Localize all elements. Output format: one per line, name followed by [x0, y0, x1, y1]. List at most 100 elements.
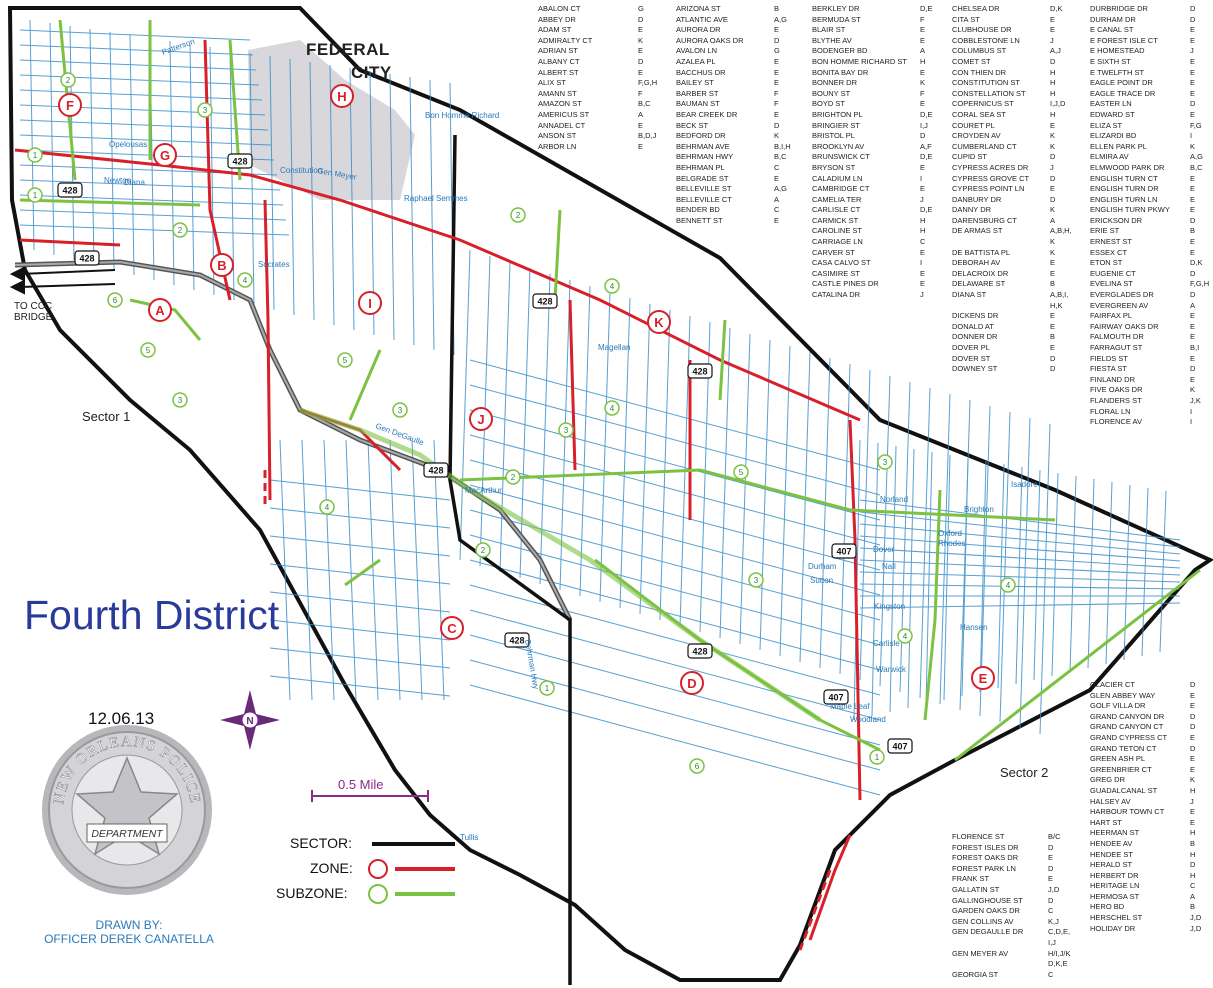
index-zone-code: A,G — [774, 184, 787, 194]
index-zone-code: F — [920, 88, 925, 98]
index-zone-code: E — [920, 25, 926, 35]
index-zone-code: E — [1190, 173, 1196, 183]
index-street-name: ALBERT ST — [538, 67, 579, 77]
index-street-name: BONITA BAY DR — [812, 67, 869, 77]
index-zone-code: H — [1050, 109, 1056, 119]
index-zone-code: D — [1190, 215, 1196, 225]
street-segment — [469, 609, 881, 721]
street-label: Oxford — [938, 529, 962, 538]
index-zone-code: A — [774, 194, 780, 204]
index-street-name: COBBLESTONE LN — [952, 35, 1020, 45]
street-segment — [269, 647, 451, 669]
street-segment — [1105, 481, 1113, 665]
index-street-name: HOLIDAY DR — [1090, 923, 1136, 933]
index-street-name: ETON ST — [1090, 258, 1123, 268]
map-date: 12.06.13 — [88, 709, 155, 728]
index-zone-code: B — [774, 4, 780, 13]
index-zone-code: I,J,D — [1050, 99, 1066, 109]
index-zone-code: B,D,J — [638, 131, 657, 141]
street-segment — [389, 439, 401, 701]
street-segment — [109, 31, 115, 271]
index-zone-code: J — [920, 290, 924, 300]
subzone-marker-label: 3 — [203, 106, 208, 115]
street-segment — [659, 309, 671, 621]
street-segment — [279, 439, 291, 701]
zone-marker-label: E — [979, 671, 988, 686]
subzone-marker — [107, 292, 123, 308]
index-zone-code: D — [1190, 14, 1196, 24]
index-street-name: CITA ST — [952, 14, 980, 24]
index-street-name: CAMELIA TER — [812, 194, 862, 204]
index-zone-code: B,C — [774, 152, 787, 162]
index-zone-code: C — [1190, 881, 1196, 891]
index-zone-code: C — [920, 237, 926, 247]
index-zone-code: D — [774, 120, 780, 130]
index-zone-code: D — [1190, 743, 1196, 753]
district-boundary — [7, 6, 1213, 982]
index-zone-code: J — [1190, 46, 1194, 56]
index-street-name: ALIX ST — [538, 78, 566, 88]
index-street-name: BENNETT ST — [676, 215, 723, 225]
index-street-name: CUMBERLAND CT — [952, 141, 1017, 151]
police-badge-logo: NEW ORLEANS POLICE DEPARTMENT — [42, 725, 212, 895]
subzone-marker — [869, 749, 885, 765]
subzone-marker-label: 4 — [610, 404, 615, 413]
index-street-name: DURHAM DR — [1090, 14, 1136, 24]
index-street-name: CYPRESS GROVE CT — [952, 173, 1030, 183]
scale-bar — [311, 790, 429, 802]
street-segment — [739, 333, 751, 645]
zone-marker-label: G — [160, 148, 170, 163]
index-zone-code: H — [1050, 88, 1056, 98]
index-zone-code: E — [1190, 321, 1196, 331]
index-street-name: GRAND CANYON DR — [1090, 711, 1165, 721]
zone-marker — [210, 253, 234, 277]
index-street-name: DICKENS DR — [952, 311, 999, 321]
index-street-name: BLAIR ST — [812, 25, 846, 35]
zone-marker-label: I — [368, 296, 372, 311]
index-street-name: ELMIRA AV — [1090, 152, 1129, 162]
index-street-name: GOLF VILLA DR — [1090, 701, 1146, 711]
street-segment — [19, 224, 290, 236]
index-zone-code: B,C — [638, 99, 651, 109]
index-zone-code: D — [1050, 152, 1056, 162]
index-street-name: E FOREST ISLE CT — [1090, 35, 1158, 45]
index-zone-code: H/I,J/K — [1048, 948, 1071, 958]
zone-marker — [469, 407, 493, 431]
street-segment — [469, 684, 881, 796]
street-label: Sutton — [810, 576, 833, 585]
ccc-arrow-icon — [9, 266, 116, 295]
street-segment — [469, 634, 881, 746]
street-segment — [907, 448, 915, 709]
index-zone-code: I,J — [920, 120, 928, 130]
street-segment — [1159, 490, 1167, 653]
index-zone-code: D — [1190, 364, 1196, 374]
index-zone-code: D — [638, 56, 644, 66]
index-zone-code: D — [1190, 680, 1196, 689]
index-zone-code: D — [1190, 722, 1196, 732]
index-zone-code: A — [638, 109, 644, 119]
street-segment — [19, 59, 257, 71]
index-zone-code: D — [1190, 268, 1196, 278]
zone-marker — [148, 298, 172, 322]
